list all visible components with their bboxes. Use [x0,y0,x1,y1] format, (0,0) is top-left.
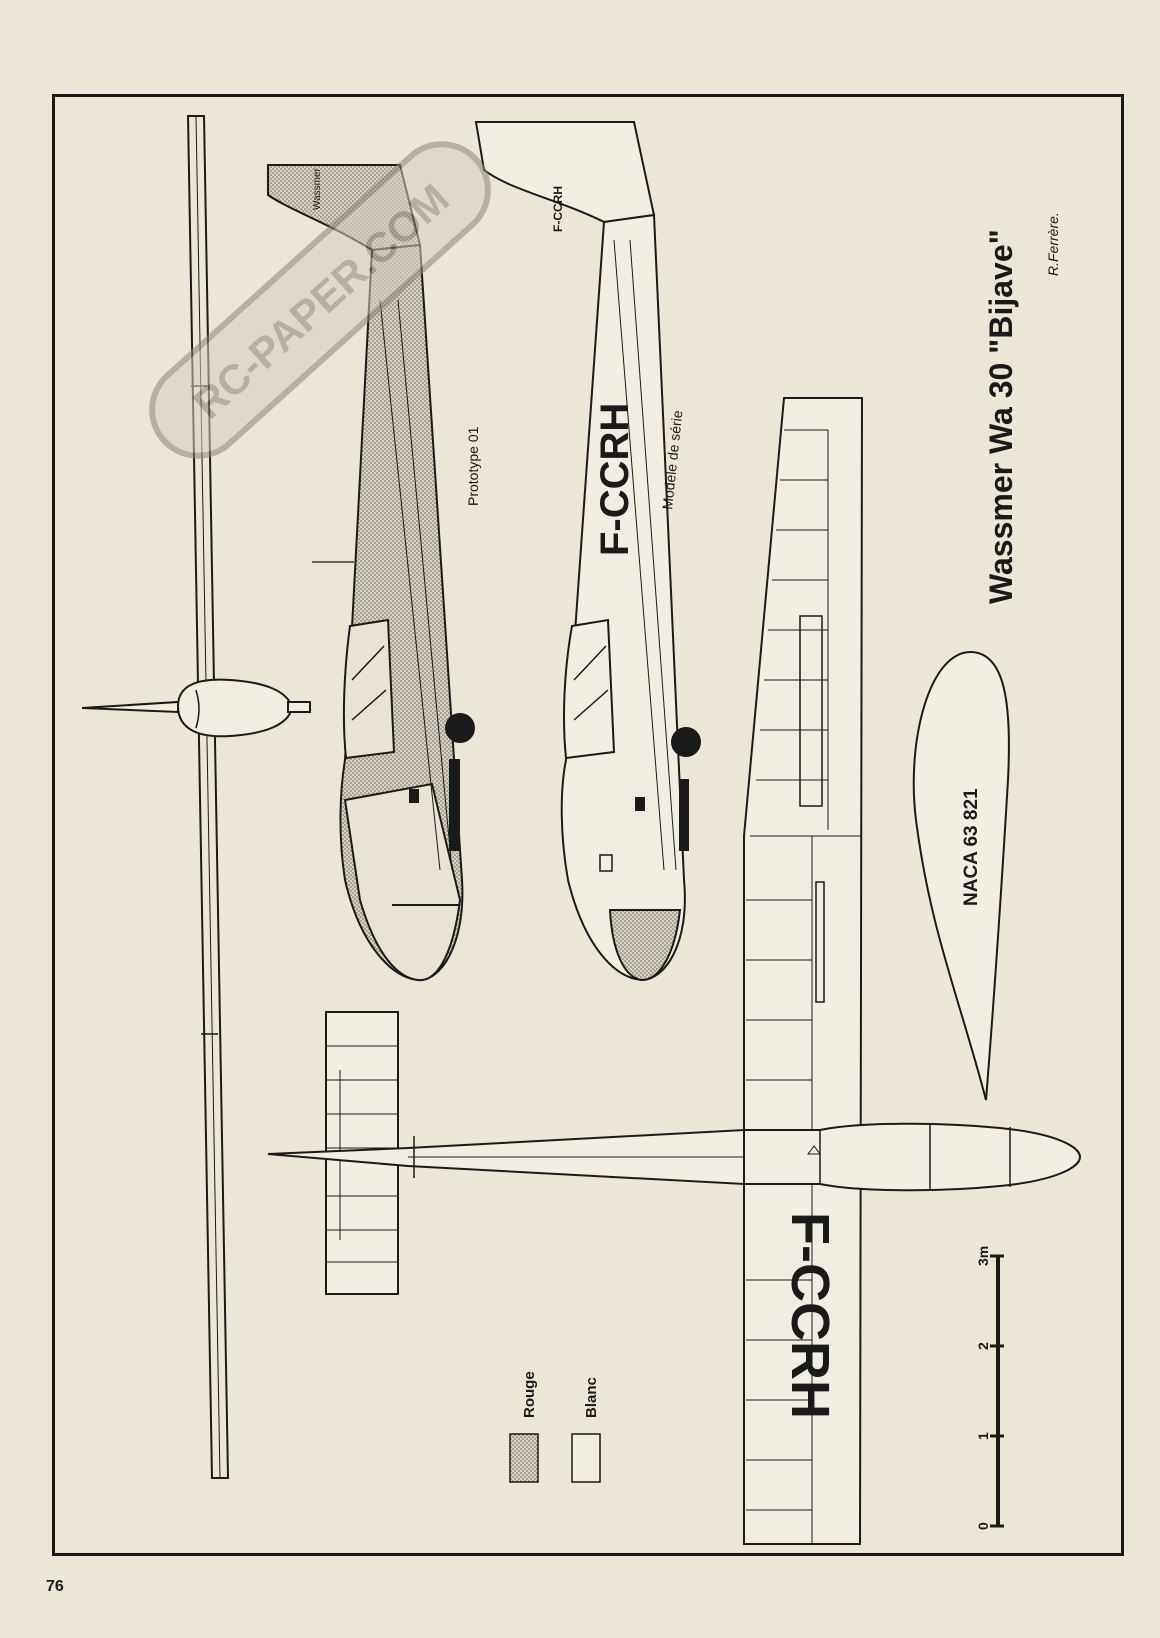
wing-outline [743,397,864,1545]
front-view-wing [186,115,230,1479]
top-view-fuselage [267,1011,1082,1295]
wing-registration: F-CCRH [780,1212,840,1419]
scale-tick-1: 1 [975,1432,991,1440]
airfoil-profile [912,650,1010,1101]
color-legend: Rouge Blanc [509,1371,601,1483]
top-view-cockpit [743,1122,1082,1192]
serie-nose [608,909,682,982]
legend-label-rouge: Rouge [521,1371,538,1418]
serie-fin [474,121,656,224]
wing-spoiler [815,881,825,1003]
prototype-label: Prototype 01 [465,426,481,506]
scale-tick-3: 3m [975,1246,991,1266]
wing-aileron [799,615,823,807]
watermark-badge [149,141,491,459]
airfoil-label: NACA 63 821 [961,788,982,906]
title-author: R.Ferrère. [1045,212,1061,276]
airfoil-section: NACA 63 821 [912,650,1010,1101]
legend-swatch-rouge [509,1433,539,1483]
front-view [81,115,354,1479]
prototype-fin-text: Wassmer [312,167,323,210]
title-main: Wassmer Wa 30 "Bijave" [983,229,1019,604]
scale-bar: 0 1 2 3m [975,1246,1004,1530]
prototype-nose-panel [343,782,462,982]
serie-canopy [563,618,616,760]
page-number: 76 [46,1578,64,1595]
serie-side-view [474,121,701,982]
serie-fuselage [560,213,686,982]
scale-tick-0: 0 [975,1522,991,1530]
legend-label-blanc: Blanc [583,1377,600,1418]
serie-fin-registration: F-CCRH [551,186,565,232]
wing-ribs [746,429,862,1544]
prototype-wheel [445,713,475,743]
legend-swatch-blanc [571,1433,601,1483]
serie-wheel [671,727,701,757]
prototype-canopy [342,618,396,760]
serie-side-registration: F-CCRH [593,403,637,556]
top-view-wing [743,397,864,1545]
front-view-fuselage [176,678,294,738]
drawing-frame [52,94,1124,1556]
scale-tick-2: 2 [975,1342,991,1350]
